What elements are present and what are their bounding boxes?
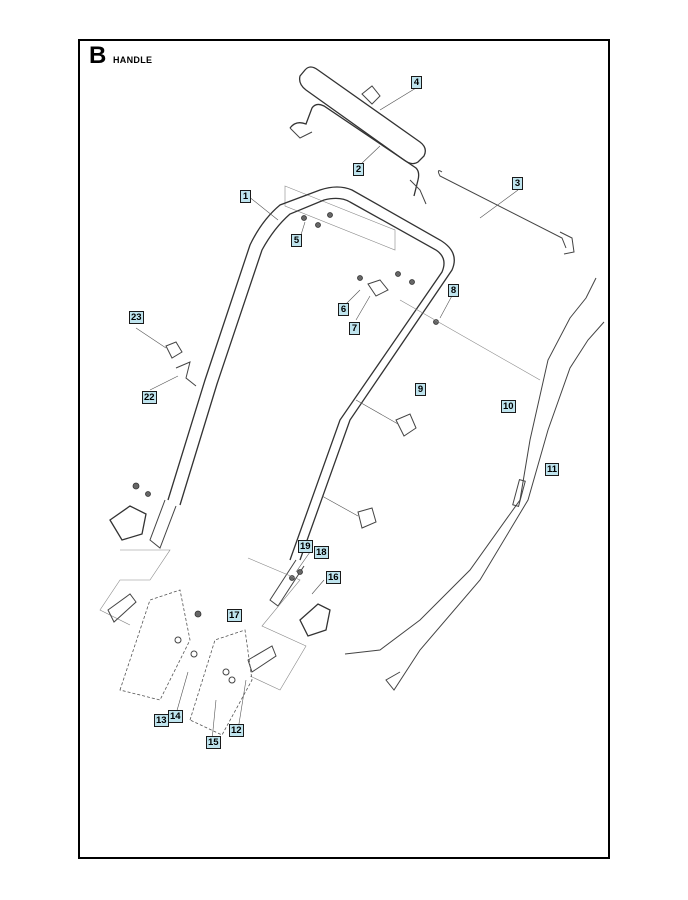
callout-19[interactable]: 19 <box>298 540 313 553</box>
cable-clip-part[interactable] <box>321 399 417 529</box>
ref-plane-right <box>247 557 307 691</box>
callout-11[interactable]: 11 <box>545 463 560 476</box>
ref-line-cable <box>399 299 541 381</box>
control-bail-part[interactable] <box>289 103 427 205</box>
section-title: HANDLE <box>113 55 153 65</box>
callout-15[interactable]: 15 <box>206 736 221 749</box>
fastener-set <box>132 212 439 618</box>
callout-8[interactable]: 8 <box>448 284 459 297</box>
lower-bracket-part[interactable] <box>107 589 277 736</box>
drawing-frame <box>78 39 610 859</box>
section-letter: B <box>89 42 107 69</box>
callout-14[interactable]: 14 <box>168 710 183 723</box>
cable-guide-part[interactable] <box>165 341 197 387</box>
callout-12[interactable]: 12 <box>229 724 244 737</box>
callout-23[interactable]: 23 <box>129 311 144 324</box>
callout-9[interactable]: 9 <box>415 383 426 396</box>
callout-3[interactable]: 3 <box>512 177 523 190</box>
callout-4[interactable]: 4 <box>411 76 422 89</box>
callout-6[interactable]: 6 <box>338 303 349 316</box>
callout-18[interactable]: 18 <box>314 546 329 559</box>
link-rod-part[interactable] <box>437 170 575 255</box>
cable-clamp-part[interactable] <box>367 279 389 297</box>
ref-plane-left <box>99 549 171 626</box>
callout-5[interactable]: 5 <box>291 234 302 247</box>
callout-1[interactable]: 1 <box>240 190 251 203</box>
grip-cover-part[interactable] <box>298 66 426 165</box>
callout-10[interactable]: 10 <box>501 400 516 413</box>
callout-7[interactable]: 7 <box>349 322 360 335</box>
control-cable-part[interactable] <box>344 277 605 691</box>
upper-handle-part[interactable] <box>149 186 455 607</box>
callout-22[interactable]: 22 <box>142 391 157 404</box>
ref-plane-upper <box>284 185 396 251</box>
callout-2[interactable]: 2 <box>353 163 364 176</box>
callout-17[interactable]: 17 <box>227 609 242 622</box>
callout-16[interactable]: 16 <box>326 571 341 584</box>
callout-13[interactable]: 13 <box>154 714 169 727</box>
handle-knob-part[interactable] <box>109 505 331 637</box>
callout-leaders <box>135 87 519 741</box>
